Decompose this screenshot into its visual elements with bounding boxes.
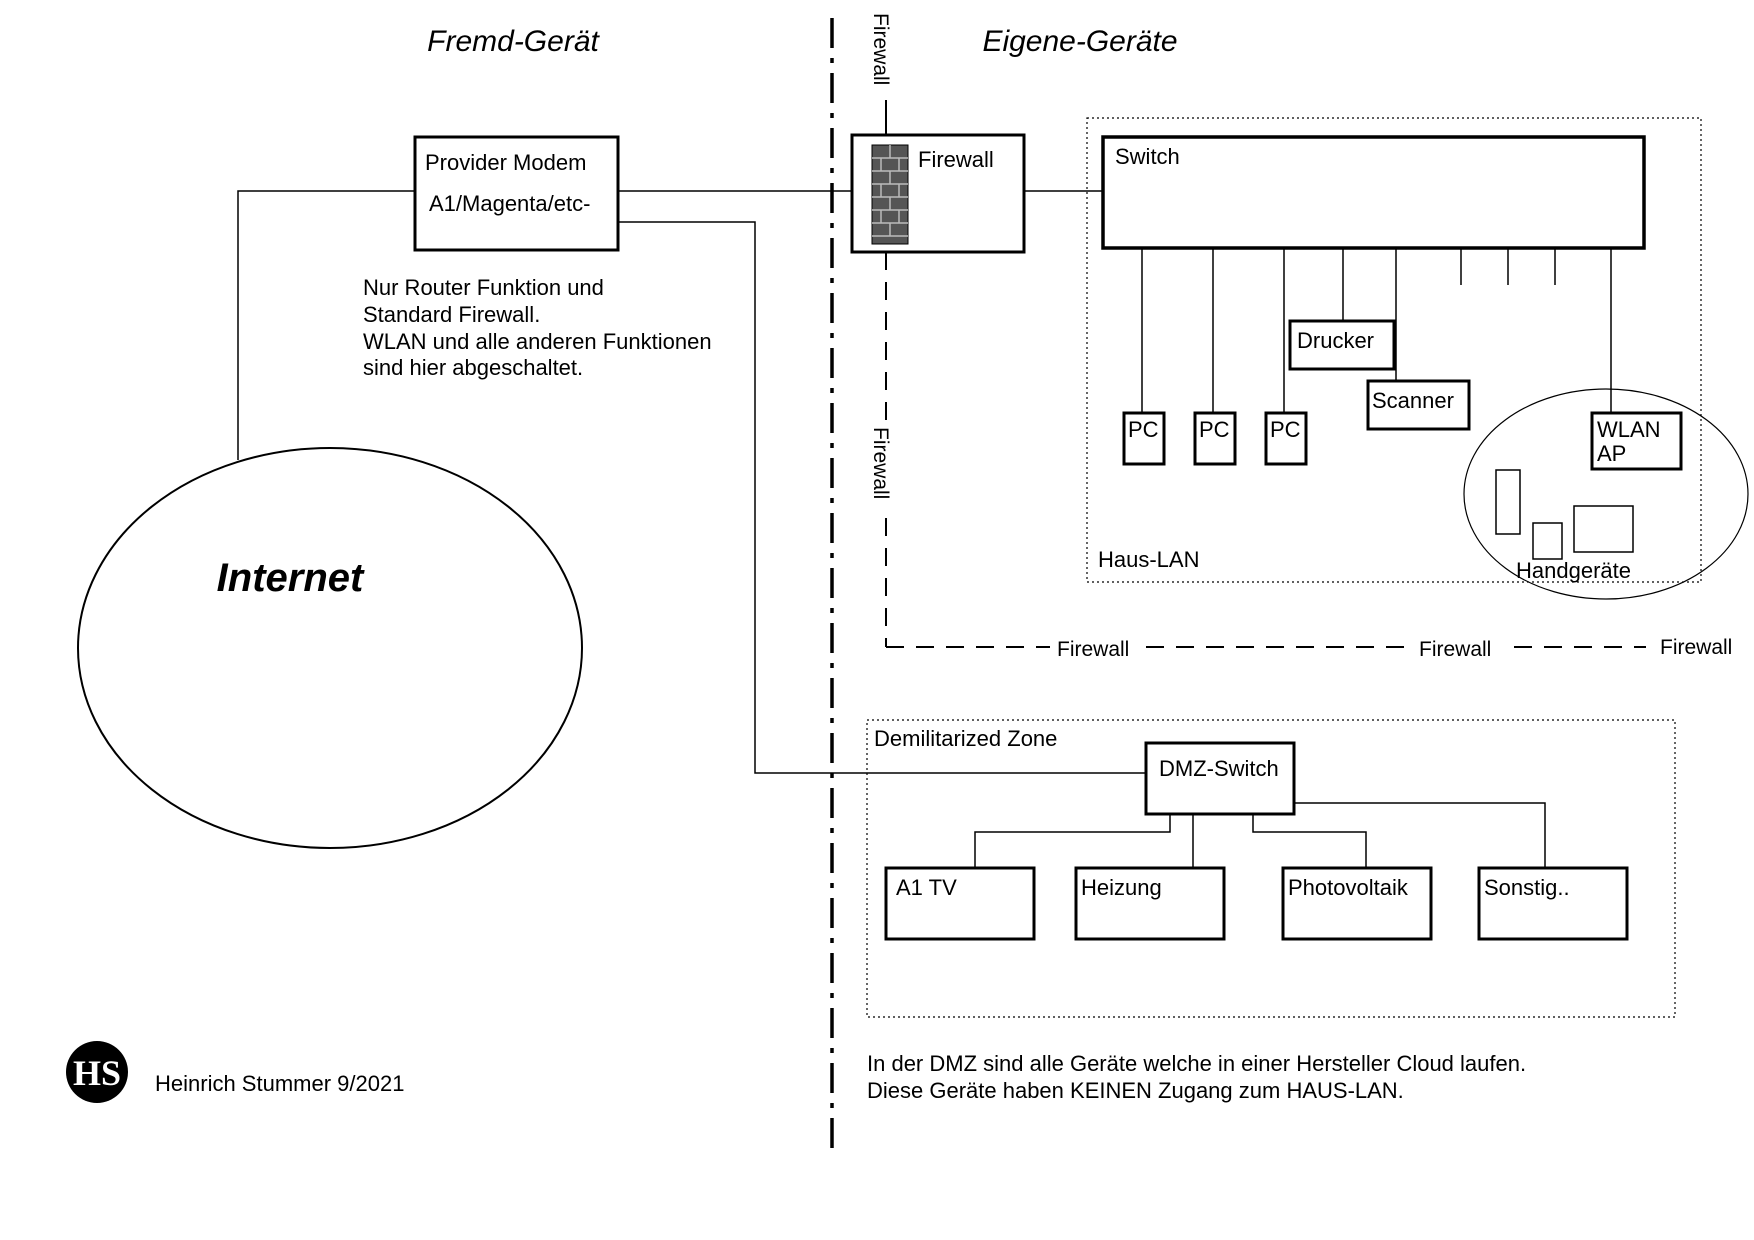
pc-box (1122, 411, 1166, 466)
dmz-device-label: Heizung (1081, 875, 1162, 900)
dmz-device-label: Photovoltaik (1288, 875, 1409, 900)
firewall-label-horizontal: Firewall (1660, 636, 1732, 659)
modem-note: Nur Router Funktion und Standard Firewal… (363, 275, 712, 380)
handheld-phone-icon (1495, 469, 1521, 535)
firewall-device-label: Firewall (918, 147, 994, 172)
handheld-tablet-icon (1573, 505, 1634, 553)
dmz-device-heizung (1074, 866, 1226, 941)
modem-note-line: Nur Router Funktion und (363, 275, 604, 300)
provider-modem-box (413, 135, 620, 252)
dmz-label: Demilitarized Zone (874, 726, 1057, 751)
dmz-device-a1tv (884, 866, 1036, 941)
dmz-zone (866, 719, 1676, 1018)
firewall-label-horizontal: Firewall (1057, 638, 1129, 661)
zone-title-foreign: Fremd-Gerät (427, 25, 600, 58)
drucker-box (1288, 319, 1396, 371)
pc-box (1193, 411, 1237, 466)
dmz-switch-label: DMZ-Switch (1159, 756, 1279, 781)
firewall-label-horizontal: Firewall (1419, 638, 1491, 661)
dmz-note-line: Diese Geräte haben KEINEN Zugang zum HAU… (867, 1078, 1404, 1103)
modem-note-line: sind hier abgeschaltet. (363, 355, 583, 380)
scanner-box (1366, 379, 1471, 431)
modem-dmz-link (618, 221, 1146, 774)
pc-box (1264, 411, 1308, 466)
switch-label: Switch (1115, 144, 1180, 169)
author-logo-text: HS (73, 1053, 121, 1093)
dmz-device-photovoltaik (1281, 866, 1433, 941)
dmz-note-line: In der DMZ sind alle Geräte welche in ei… (867, 1051, 1526, 1076)
wlan-ap-label: WLAN (1597, 417, 1661, 442)
zone-title-own: Eigene-Geräte (982, 25, 1177, 58)
handheld-small-icon (1532, 522, 1563, 560)
haus-lan-label: Haus-LAN (1098, 547, 1199, 572)
wlan-ap-label: AP (1597, 441, 1626, 466)
author-logo: HS (66, 1041, 128, 1103)
internet-modem-link (237, 190, 415, 460)
switch-box (1101, 135, 1646, 250)
modem-note-line: Standard Firewall. (363, 302, 540, 327)
firewall-brick-icon (871, 144, 909, 245)
firewall-label-vertical-top: Firewall (869, 13, 892, 85)
dmz-switch-box (1144, 741, 1296, 816)
dmz-device-label: Sonstig.. (1484, 875, 1570, 900)
dmz-connections (974, 802, 1546, 868)
switch-connections (1141, 248, 1612, 413)
modem-label-line1: Provider Modem (425, 150, 586, 175)
haus-lan-zone (1086, 117, 1702, 583)
firewall-label-vertical-middle: Firewall (869, 427, 892, 499)
modem-note-line: WLAN und alle anderen Funktionen (363, 329, 712, 354)
modem-label-line2: A1/Magenta/etc- (429, 191, 590, 216)
author-credit: Heinrich Stummer 9/2021 (155, 1071, 404, 1096)
drucker-label: Drucker (1297, 328, 1374, 353)
internet-label: Internet (217, 556, 365, 600)
pc-label: PC (1270, 417, 1301, 442)
dmz-device-label: A1 TV (896, 875, 957, 900)
handgeraete-circle (1463, 388, 1749, 600)
internet-cloud (77, 447, 583, 849)
pc-label: PC (1199, 417, 1230, 442)
scanner-label: Scanner (1372, 388, 1454, 413)
handgeraete-label: Handgeräte (1516, 558, 1631, 583)
wlan-ap-box (1590, 411, 1683, 471)
pc-label: PC (1128, 417, 1159, 442)
dmz-device-sonstig (1477, 866, 1629, 941)
